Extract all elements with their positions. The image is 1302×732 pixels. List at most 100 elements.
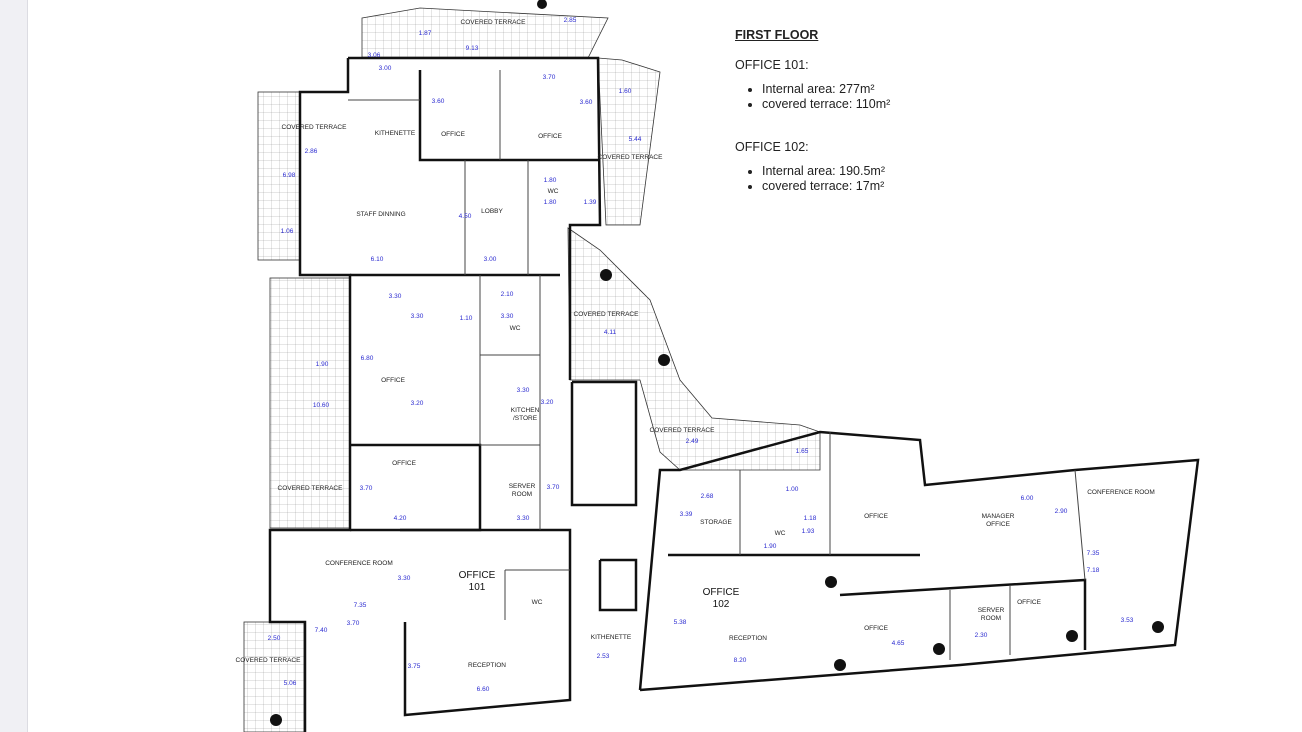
dimension-label: 1.10: [460, 315, 473, 322]
dimension-label: 1.87: [419, 30, 432, 37]
dimension-label: 2.68: [701, 493, 714, 500]
office-101-title: OFFICE 101:: [735, 58, 809, 72]
dimension-label: 3.30: [517, 515, 530, 522]
dimension-label: 4.20: [394, 515, 407, 522]
dimension-label: 3.60: [580, 99, 593, 106]
dimension-label: 3.20: [411, 400, 424, 407]
room-label: SERVER: [509, 483, 536, 490]
dimension-label: 3.30: [517, 387, 530, 394]
dimension-label: 6.10: [371, 256, 384, 263]
room-label: SERVER: [978, 607, 1005, 614]
room-label: OFFICE: [864, 625, 888, 632]
dimension-label: 3.60: [432, 98, 445, 105]
dimension-label: 1.00: [786, 486, 799, 493]
walls: [268, 56, 1200, 732]
dimension-label: 2.86: [305, 148, 318, 155]
office-101-item: covered terrace: 110m²: [762, 97, 890, 112]
dimension-label: 6.00: [1021, 495, 1034, 502]
dimension-label: 8.20: [734, 657, 747, 664]
room-label: MANAGER: [982, 513, 1015, 520]
dimension-label: 4.11: [604, 329, 617, 336]
room-label: COVERED TERRACE: [278, 485, 344, 492]
room-label: COVERED TERRACE: [598, 154, 664, 161]
dimension-label: 3.00: [379, 65, 392, 72]
dimension-label: 2.53: [597, 653, 610, 660]
dimension-label: 7.35: [354, 602, 367, 609]
dimension-label: 3.70: [543, 74, 556, 81]
dimension-label: 3.30: [411, 313, 424, 320]
dimension-label: 1.60: [619, 88, 632, 95]
room-label: CONFERENCE ROOM: [325, 560, 393, 567]
dimension-label: 6.60: [477, 686, 490, 693]
dimension-label: 3.00: [484, 256, 497, 263]
dimension-label: 6.80: [361, 355, 374, 362]
room-label: STORAGE: [700, 519, 732, 526]
room-label: OFFICE: [1017, 599, 1041, 606]
room-label: STAFF DINNING: [356, 211, 405, 218]
dimension-label: 2.10: [501, 291, 514, 298]
unit-labels: OFFICE 101 OFFICE 102: [459, 570, 740, 610]
dimension-label: 1.39: [584, 199, 597, 206]
dimension-label: 2.30: [975, 632, 988, 639]
dimension-label: 4.65: [892, 640, 905, 647]
room-label: WC: [532, 599, 543, 606]
office-101-list: Internal area: 277m² covered terrace: 11…: [735, 82, 890, 112]
unit-label: OFFICE: [703, 587, 740, 598]
room-label: WC: [510, 325, 521, 332]
dimension-label: 1.80: [544, 177, 557, 184]
unit-label: OFFICE: [459, 570, 496, 581]
room-label: OFFICE: [441, 131, 465, 138]
room-label: ROOM: [981, 615, 1001, 622]
room-labels: COVERED TERRACE KITHENETTE OFFICE OFFICE…: [236, 19, 1155, 669]
dimension-label: 3.30: [501, 313, 514, 320]
room-label: COVERED TERRACE: [650, 427, 716, 434]
dimension-label: 2.85: [564, 17, 577, 24]
room-label: CONFERENCE ROOM: [1087, 489, 1155, 496]
unit-label: 102: [713, 599, 730, 610]
room-label: KITHENETTE: [591, 634, 632, 641]
room-label: OFFICE: [864, 513, 888, 520]
room-label: WC: [548, 188, 559, 195]
dimension-label: 4.50: [459, 213, 472, 220]
room-label: /STORE: [513, 415, 538, 422]
dimension-label: 2.90: [1055, 508, 1068, 515]
dimension-label: 5.44: [629, 136, 642, 143]
dimension-label: 1.06: [281, 228, 294, 235]
floor-notes: FIRST FLOOR OFFICE 101: Internal area: 2…: [735, 28, 890, 222]
office-102-item: Internal area: 190.5m²: [762, 164, 890, 179]
dimension-label: 1.65: [796, 448, 809, 455]
notes-heading: FIRST FLOOR: [735, 28, 819, 42]
unit-label: 101: [469, 582, 486, 593]
room-label: COVERED TERRACE: [236, 657, 302, 664]
dimension-label: 10.60: [313, 402, 330, 409]
office-101-item: Internal area: 277m²: [762, 82, 890, 97]
dimension-label: 9.13: [466, 45, 479, 52]
room-label: OFFICE: [392, 460, 416, 467]
dimension-label: 3.70: [347, 620, 360, 627]
dimension-label: 1.93: [802, 528, 815, 535]
dimension-label: 3.70: [547, 484, 560, 491]
dimension-label: 2.50: [268, 635, 281, 642]
dimension-label: 3.53: [1121, 617, 1134, 624]
dimension-label: 7.40: [315, 627, 328, 634]
dimension-label: 3.20: [541, 399, 554, 406]
room-label: RECEPTION: [468, 662, 506, 669]
terraces: [243, 7, 821, 732]
office-102-list: Internal area: 190.5m² covered terrace: …: [735, 164, 890, 194]
dimension-label: 1.90: [764, 543, 777, 550]
room-label: RECEPTION: [729, 635, 767, 642]
room-label: LOBBY: [481, 208, 503, 215]
room-label: COVERED TERRACE: [574, 311, 640, 318]
dimension-label: 2.49: [686, 438, 699, 445]
office-102-title: OFFICE 102:: [735, 140, 809, 154]
dimension-label: 3.39: [680, 511, 693, 518]
dimension-label: 3.75: [408, 663, 421, 670]
dimension-label: 6.98: [283, 172, 296, 179]
room-partitions: [348, 70, 1086, 660]
dimension-label: 1.90: [316, 361, 329, 368]
dimension-label: 3.30: [389, 293, 402, 300]
dimension-label: 3.70: [360, 485, 373, 492]
room-label: COVERED TERRACE: [461, 19, 527, 26]
